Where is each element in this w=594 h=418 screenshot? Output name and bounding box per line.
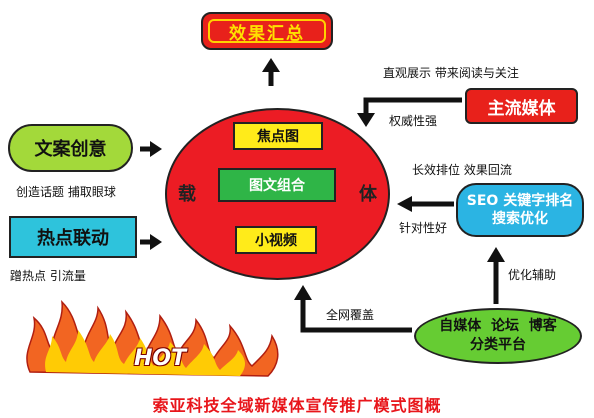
flames-graphic <box>26 299 279 377</box>
seo-line-2: 搜索优化 <box>492 211 548 227</box>
mainstream-caption-top: 直观展示 带来阅读与关注 <box>383 66 519 80</box>
platforms-caption-arrow: 全网覆盖 <box>326 308 375 322</box>
carrier-left-char: 载 <box>178 184 196 205</box>
hotspot-label: 热点联动 <box>37 228 109 249</box>
mainstream-box: 主流媒体 <box>465 88 578 124</box>
summary-label: 效果汇总 <box>208 19 326 44</box>
copywriting-caption: 创造话题 捕取眼球 <box>16 185 116 199</box>
seo-line-1: SEO 关键字排名 <box>466 193 574 209</box>
platforms-line-2: 分类平台 <box>470 337 526 353</box>
hot-badge: HOT <box>134 346 187 371</box>
hotspot-box: 热点联动 <box>9 216 137 258</box>
hotspot-caption: 蹭热点 引流量 <box>10 269 86 283</box>
mainstream-caption-arrow: 权威性强 <box>389 114 438 128</box>
seo-caption-arrow: 针对性好 <box>399 221 448 235</box>
carrier-item-short-video: 小视频 <box>235 226 317 254</box>
summary-plaque: 效果汇总 <box>201 12 333 50</box>
carrier-item-graphic-text: 图文组合 <box>218 168 336 202</box>
diagram-title: 索亚科技全域新媒体宣传推广模式图概 <box>152 396 442 415</box>
carrier-right-char: 体 <box>359 184 377 205</box>
seo-box: SEO 关键字排名 搜索优化 <box>456 183 584 237</box>
copywriting-bubble: 文案创意 <box>8 124 133 172</box>
mainstream-label: 主流媒体 <box>487 98 556 119</box>
platforms-line-1: 自媒体 论坛 博客 <box>439 318 557 334</box>
platforms-bubble: 自媒体 论坛 博客 分类平台 <box>414 308 582 364</box>
seo-caption-top: 长效排位 效果回流 <box>412 163 512 177</box>
copywriting-label: 文案创意 <box>34 139 107 160</box>
carrier-item-focus-image: 焦点图 <box>233 122 323 150</box>
platforms-caption-up: 优化辅助 <box>508 268 557 282</box>
